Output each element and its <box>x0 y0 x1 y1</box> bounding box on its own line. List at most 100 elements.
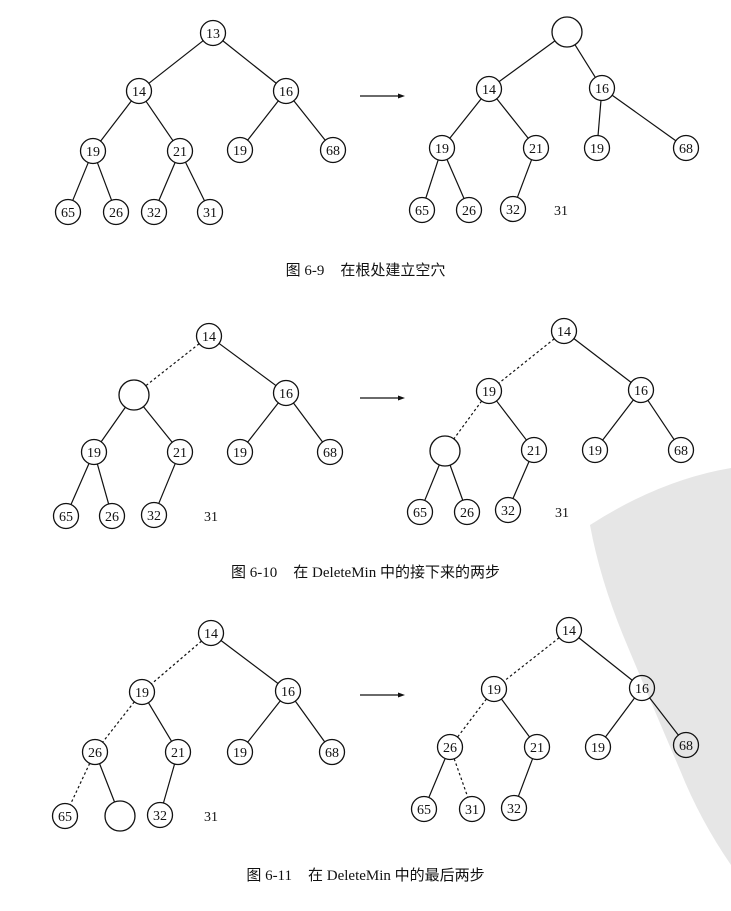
caption-title: 在根处建立空穴 <box>340 263 446 279</box>
node-label: 26 <box>460 506 474 521</box>
heap-node: 68 <box>319 136 347 164</box>
caption-number: 图 6-9 <box>285 263 325 279</box>
heap-node: 65 <box>54 198 82 226</box>
heap-node: 31 <box>458 795 486 823</box>
heap-node: 19 <box>475 377 503 405</box>
tree-edge <box>496 400 527 441</box>
heap-node: 68 <box>672 731 700 759</box>
node-label: 32 <box>147 206 161 221</box>
tree-edge <box>647 400 675 440</box>
node-label: 68 <box>325 746 339 761</box>
node-circle <box>104 800 136 832</box>
heap-node: 14 <box>125 77 153 105</box>
heap-node: 65 <box>52 502 80 530</box>
arrow-icon <box>360 692 405 698</box>
node-circle <box>81 738 109 766</box>
heap-node: 16 <box>272 77 300 105</box>
heap-node: 19 <box>584 733 612 761</box>
heap-node: 26 <box>98 502 126 530</box>
node-circle <box>520 436 548 464</box>
heap-node: 19 <box>226 438 254 466</box>
tree-edge <box>517 758 534 797</box>
node-circle <box>581 436 609 464</box>
tree-edge <box>100 406 126 443</box>
heap-node: 21 <box>523 733 551 761</box>
tree-edge <box>96 463 110 505</box>
node-circle <box>410 795 438 823</box>
tree-edge <box>142 406 173 443</box>
node-circle <box>274 677 302 705</box>
tree-edge <box>611 94 677 142</box>
node-label: 68 <box>326 144 340 159</box>
dashed-edge <box>498 338 555 384</box>
heap-node: 19 <box>128 678 156 706</box>
heap-node: 19 <box>80 438 108 466</box>
heap-node: 14 <box>555 616 583 644</box>
node-circle <box>226 438 254 466</box>
heap-node: 26 <box>436 733 464 761</box>
heap-node: 26 <box>453 498 481 526</box>
heap-node: 21 <box>166 438 194 466</box>
node-circle <box>429 435 461 467</box>
node-circle <box>522 134 550 162</box>
dashed-edge <box>69 763 91 805</box>
node-circle <box>140 501 168 529</box>
tree-edge <box>218 342 277 387</box>
tree-edge <box>162 763 176 804</box>
heap-node: 65 <box>410 795 438 823</box>
dashed-edge <box>102 701 135 743</box>
node-label: 65 <box>59 510 73 525</box>
heap-node: 13 <box>199 19 227 47</box>
tree-edge <box>512 461 530 499</box>
heap-node: 31 <box>196 198 224 226</box>
tree-edge <box>573 338 632 383</box>
dashed-edge <box>457 698 487 738</box>
node-circle <box>52 502 80 530</box>
heap-node: 19 <box>226 136 254 164</box>
node-label: 21 <box>529 142 543 157</box>
node-label: 32 <box>507 802 521 817</box>
node-circle <box>436 733 464 761</box>
node-label: 16 <box>634 384 648 399</box>
heap-node: 16 <box>274 677 302 705</box>
node-circle <box>318 738 346 766</box>
tree-edge <box>70 463 90 505</box>
heap-node: 21 <box>164 738 192 766</box>
tree-edge <box>428 758 446 798</box>
tree-edge <box>222 40 277 84</box>
node-label: 16 <box>595 82 609 97</box>
tree-edge <box>496 98 529 139</box>
node-label: 19 <box>86 145 100 160</box>
node-circle <box>628 674 656 702</box>
node-label: 16 <box>279 387 293 402</box>
heap-node: 32 <box>494 496 522 524</box>
node-label: 19 <box>482 385 496 400</box>
node-circle <box>406 498 434 526</box>
node-label: 19 <box>233 746 247 761</box>
node-circle <box>166 438 194 466</box>
tree-edge <box>649 697 679 736</box>
node-label: 14 <box>557 325 571 340</box>
tree-edge <box>247 402 279 443</box>
node-label: 16 <box>635 682 649 697</box>
heap-node: 68 <box>316 438 344 466</box>
node-label: 19 <box>233 144 247 159</box>
tree-edge <box>578 637 633 681</box>
node-circle <box>102 198 130 226</box>
dashed-edge <box>453 400 483 440</box>
tree-edge <box>446 159 465 199</box>
node-circle <box>408 196 436 224</box>
node-circle <box>316 438 344 466</box>
node-label: 14 <box>204 627 218 642</box>
heap-node: 21 <box>522 134 550 162</box>
node-circle <box>672 731 700 759</box>
node-circle <box>588 74 616 102</box>
caption-title: 在 DeleteMin 中的最后两步 <box>308 868 485 884</box>
node-label: 26 <box>88 746 102 761</box>
node-circle <box>272 77 300 105</box>
